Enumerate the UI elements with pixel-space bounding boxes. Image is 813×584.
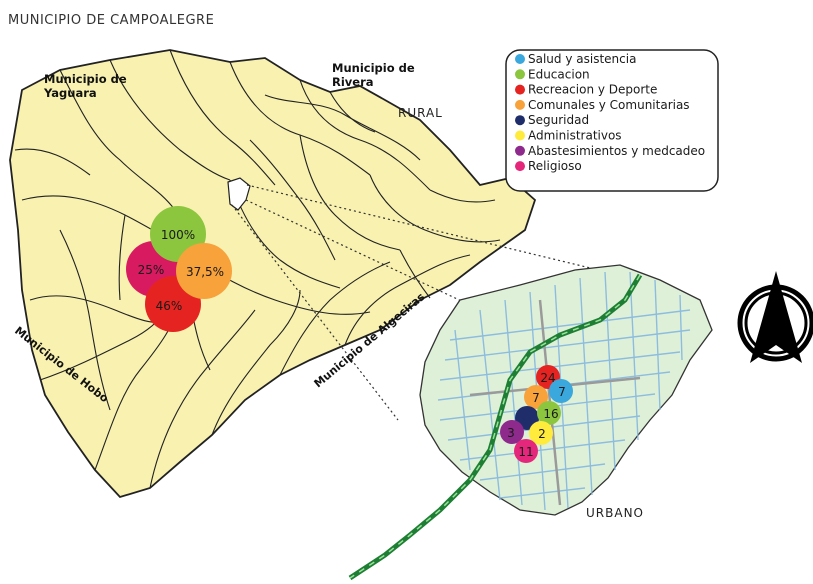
urban-marker-recreacion-label: 24 xyxy=(540,371,555,385)
urban-marker-religioso xyxy=(514,439,538,463)
rural-territory xyxy=(9,49,537,499)
rural-marker-recreacion-label: 46% xyxy=(156,299,183,313)
urban-marker-abastecimiento-label: 3 xyxy=(507,426,515,440)
legend-swatch xyxy=(515,69,525,80)
legend-swatch xyxy=(515,161,525,172)
label-yaguara-1: Municipio de xyxy=(44,72,127,86)
zoom-connector-lines xyxy=(231,184,641,421)
legend-label: Educacion xyxy=(528,67,590,81)
legend-label: Religioso xyxy=(528,159,582,173)
urban-marker-administrativos xyxy=(529,421,553,445)
legend-label: Salud y asistencia xyxy=(528,52,636,66)
rural-marker-comunales xyxy=(176,243,232,299)
rural-marker-educacion-label: 100% xyxy=(161,228,195,242)
urban-marker-comunales-label: 7 xyxy=(532,391,540,405)
urban-marker-abastecimiento xyxy=(500,420,524,444)
legend-swatch xyxy=(515,84,525,95)
legend-swatch xyxy=(515,130,525,141)
label-yaguara-2: Yaguara xyxy=(43,86,97,100)
legend-label: Seguridad xyxy=(528,113,589,127)
urban-marker-comunales xyxy=(524,385,548,409)
urban-markers: 24 7 7 16 3 2 11 xyxy=(500,365,573,463)
label-rivera-1: Municipio de xyxy=(332,61,415,75)
urban-marker-salud-label: 7 xyxy=(558,385,566,399)
map-title: MUNICIPIO DE CAMPOALEGRE xyxy=(8,13,214,28)
legend-label: Recreacion y Deporte xyxy=(528,83,657,97)
label-rivera-2: Rivera xyxy=(332,75,374,89)
urban-marker-administrativos-label: 2 xyxy=(538,427,546,441)
legend-label: Administrativos xyxy=(528,129,622,143)
legend-swatch xyxy=(515,115,525,126)
label-urbano: URBANO xyxy=(586,506,644,520)
urban-marker-seguridad xyxy=(515,406,539,430)
legend-swatch xyxy=(515,54,525,64)
urban-marker-religioso-label: 11 xyxy=(518,445,533,459)
rural-marker-religioso-label: 25% xyxy=(138,263,165,277)
rural-marker-comunales-label: 37,5% xyxy=(186,265,224,279)
north-arrow-icon xyxy=(737,271,813,363)
legend-swatch xyxy=(515,99,525,110)
rural-markers: 100% 25% 37,5% 46% xyxy=(126,206,232,332)
legend-label: Comunales y Comunitarias xyxy=(528,98,690,112)
legend-swatch xyxy=(515,145,525,156)
urban-marker-educacion-label: 16 xyxy=(543,407,558,421)
street-network xyxy=(437,271,691,511)
label-rural: RURAL xyxy=(398,106,443,120)
legend-box xyxy=(505,49,719,192)
urban-marker-salud xyxy=(549,379,573,403)
legend-label: Abastesimientos y medcadeo xyxy=(528,144,705,158)
urban-marker-educacion xyxy=(537,401,561,425)
